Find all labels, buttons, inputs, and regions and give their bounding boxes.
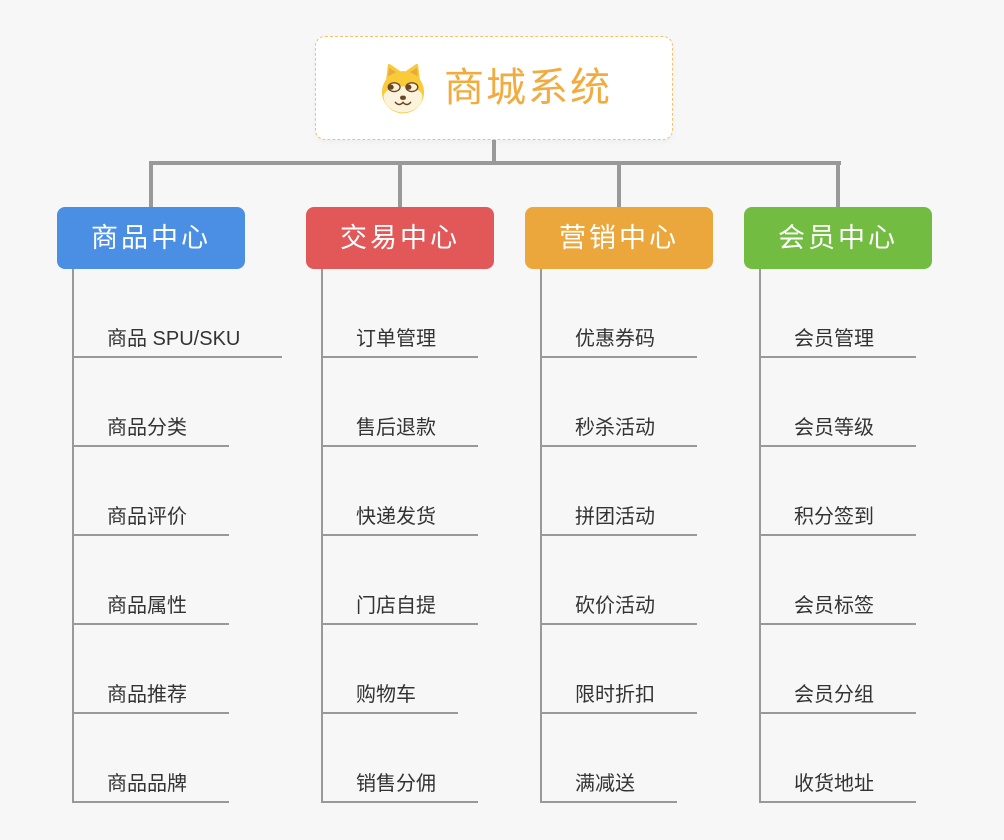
- root-connector-line: [492, 140, 496, 163]
- branch-label: 交易中心: [340, 222, 460, 253]
- leaf-node[interactable]: 商品推荐: [74, 625, 229, 714]
- leaf-node[interactable]: 商品评价: [74, 447, 229, 536]
- branch-item-list: 商品 SPU/SKU 商品分类 商品评价 商品属性 商品推荐 商品品牌: [72, 269, 283, 803]
- leaf-node[interactable]: 限时折扣: [542, 625, 697, 714]
- branch-node[interactable]: 营销中心: [525, 207, 713, 269]
- branch-connector-line: [398, 163, 402, 207]
- leaf-label: 满减送: [575, 773, 635, 795]
- branch-column: 会员中心 会员管理 会员等级 积分签到 会员标签 会员分组 收货地址: [744, 163, 932, 803]
- leaf-label: 优惠券码: [575, 328, 655, 350]
- doge-icon: [376, 61, 430, 115]
- leaf-node[interactable]: 积分签到: [761, 447, 916, 536]
- leaf-node[interactable]: 门店自提: [323, 536, 478, 625]
- branch-column: 营销中心 优惠券码 秒杀活动 拼团活动 砍价活动 限时折扣 满减送: [525, 163, 713, 803]
- leaf-node[interactable]: 砍价活动: [542, 536, 697, 625]
- leaf-label: 商品品牌: [107, 773, 187, 795]
- leaf-node[interactable]: 秒杀活动: [542, 358, 697, 447]
- leaf-node[interactable]: 销售分佣: [323, 714, 478, 803]
- horizontal-connector-line: [149, 161, 841, 165]
- branch-label: 商品中心: [91, 222, 211, 253]
- leaf-node[interactable]: 会员分组: [761, 625, 916, 714]
- leaf-node[interactable]: 满减送: [542, 714, 677, 803]
- branch-item-list: 会员管理 会员等级 积分签到 会员标签 会员分组 收货地址: [759, 269, 932, 803]
- leaf-node[interactable]: 会员等级: [761, 358, 916, 447]
- branch-connector-line: [149, 163, 153, 207]
- leaf-node[interactable]: 售后退款: [323, 358, 478, 447]
- leaf-label: 积分签到: [794, 506, 874, 528]
- leaf-label: 商品评价: [107, 506, 187, 528]
- root-node[interactable]: 商城系统: [315, 36, 673, 140]
- branch-node[interactable]: 交易中心: [306, 207, 494, 269]
- leaf-label: 门店自提: [356, 595, 436, 617]
- branch-node[interactable]: 会员中心: [744, 207, 932, 269]
- root-title: 商城系统: [444, 66, 612, 110]
- leaf-label: 快递发货: [356, 506, 436, 528]
- leaf-label: 会员管理: [794, 328, 874, 350]
- leaf-node[interactable]: 拼团活动: [542, 447, 697, 536]
- leaf-node[interactable]: 商品 SPU/SKU: [74, 269, 283, 358]
- branch-node[interactable]: 商品中心: [57, 207, 245, 269]
- leaf-label: 购物车: [356, 684, 416, 706]
- leaf-label: 商品分类: [107, 417, 187, 439]
- leaf-label: 售后退款: [356, 417, 436, 439]
- leaf-label: 会员分组: [794, 684, 874, 706]
- leaf-node[interactable]: 商品属性: [74, 536, 229, 625]
- leaf-label: 商品属性: [107, 595, 187, 617]
- branch-column: 商品中心 商品 SPU/SKU 商品分类 商品评价 商品属性 商品推荐 商品品牌: [57, 163, 283, 803]
- leaf-label: 会员标签: [794, 595, 874, 617]
- leaf-label: 订单管理: [356, 328, 436, 350]
- branch-connector-line: [836, 163, 840, 207]
- branch-column: 交易中心 订单管理 售后退款 快递发货 门店自提 购物车 销售分佣: [306, 163, 494, 803]
- leaf-label: 收货地址: [794, 773, 874, 795]
- branch-item-list: 优惠券码 秒杀活动 拼团活动 砍价活动 限时折扣 满减送: [540, 269, 713, 803]
- leaf-node[interactable]: 订单管理: [323, 269, 478, 358]
- branch-connector-line: [617, 163, 621, 207]
- leaf-node[interactable]: 会员标签: [761, 536, 916, 625]
- branch-label: 会员中心: [778, 222, 898, 253]
- leaf-label: 销售分佣: [356, 773, 436, 795]
- leaf-label: 商品推荐: [107, 684, 187, 706]
- leaf-node[interactable]: 购物车: [323, 625, 458, 714]
- leaf-label: 会员等级: [794, 417, 874, 439]
- branch-label: 营销中心: [559, 222, 679, 253]
- leaf-node[interactable]: 会员管理: [761, 269, 916, 358]
- leaf-label: 商品 SPU/SKU: [107, 328, 241, 350]
- leaf-label: 砍价活动: [575, 595, 655, 617]
- leaf-label: 秒杀活动: [575, 417, 655, 439]
- leaf-node[interactable]: 优惠券码: [542, 269, 697, 358]
- leaf-node[interactable]: 商品分类: [74, 358, 229, 447]
- leaf-label: 拼团活动: [575, 506, 655, 528]
- branch-item-list: 订单管理 售后退款 快递发货 门店自提 购物车 销售分佣: [321, 269, 494, 803]
- leaf-node[interactable]: 商品品牌: [74, 714, 229, 803]
- leaf-node[interactable]: 快递发货: [323, 447, 478, 536]
- leaf-node[interactable]: 收货地址: [761, 714, 916, 803]
- leaf-label: 限时折扣: [575, 684, 655, 706]
